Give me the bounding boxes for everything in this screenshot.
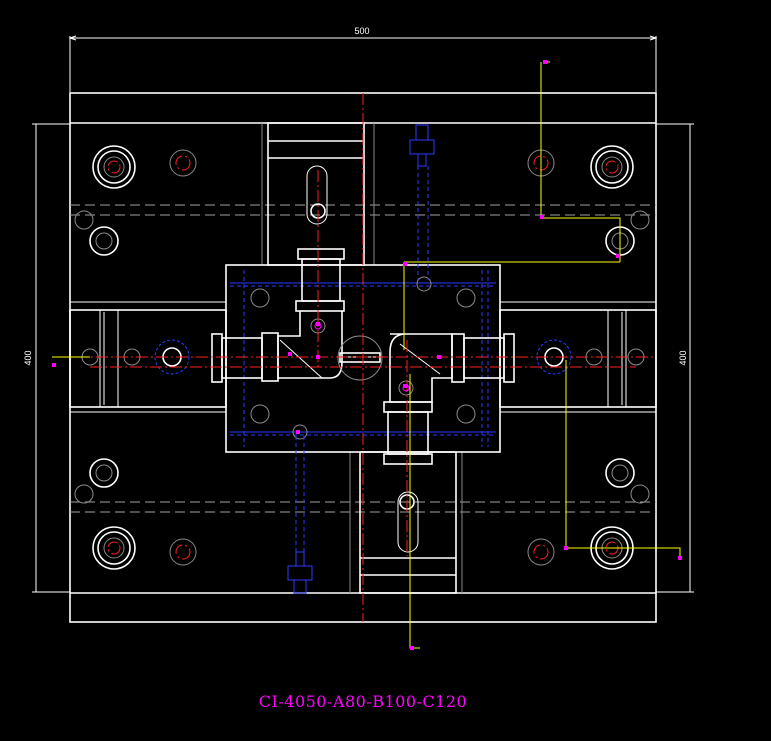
tee-fitting-right — [383, 333, 515, 465]
cavity-insert — [225, 264, 501, 453]
guide-pillar-tl — [92, 145, 136, 189]
centerlines — [56, 93, 656, 622]
drawing-caption: CI-4050-A80-B100-C120 — [258, 692, 468, 711]
dimension-right-label: 400 — [678, 350, 688, 365]
node-markers — [52, 60, 682, 650]
cooling-fitting-bottom — [287, 436, 313, 594]
dimension-top-label: 500 — [354, 26, 369, 36]
dimension-top: 500 — [68, 26, 658, 92]
bottom-slide — [349, 451, 463, 594]
dimension-left-label: 400 — [23, 350, 33, 365]
left-slide — [69, 309, 227, 408]
guide-pillar-tr — [590, 145, 634, 189]
cooling-fitting-top — [409, 124, 435, 280]
dimension-right: 400 — [656, 123, 694, 593]
sprue-gate — [337, 335, 383, 381]
dimension-left: 400 — [23, 123, 70, 593]
guide-pillar-bl — [92, 526, 136, 570]
right-slide — [499, 309, 657, 408]
tee-fitting-left — [211, 248, 345, 383]
